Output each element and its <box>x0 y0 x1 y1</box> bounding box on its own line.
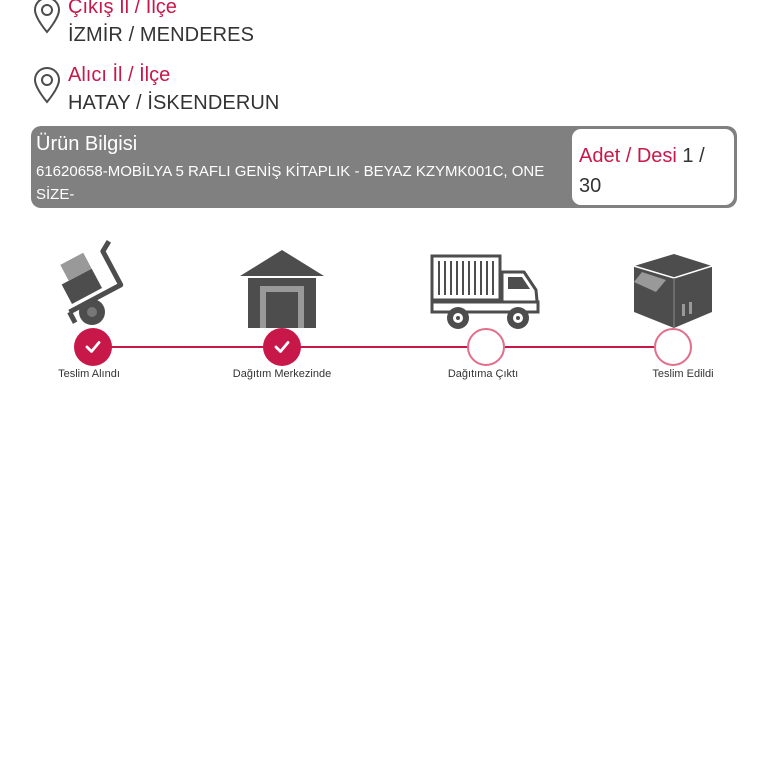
package-box-icon <box>632 252 714 335</box>
warehouse-icon <box>240 250 324 335</box>
product-info-panel: Ürün Bilgisi 61620658-MOBİLYA 5 RAFLI GE… <box>31 126 737 208</box>
progress-line-3 <box>505 346 655 348</box>
location-pin-icon <box>33 66 61 104</box>
step-label-received: Teslim Alındı <box>58 368 120 380</box>
step-label-distribution-center: Dağıtım Merkezinde <box>232 368 332 380</box>
origin-location: Çıkış İl / İlçe İZMİR / MENDERES <box>0 0 768 56</box>
quantity-box: Adet / Desi 1 / 30 <box>572 129 734 205</box>
progress-line-2 <box>300 346 468 348</box>
progress-line-1 <box>110 346 264 348</box>
checkmark-icon <box>274 341 290 353</box>
quantity-value: 1 / 30 <box>579 145 705 197</box>
step-label-out-for-delivery: Dağıtıma Çıktı <box>447 368 519 380</box>
checkmark-icon <box>85 341 101 353</box>
step-label-delivered: Teslim Edildi <box>652 368 714 380</box>
step-dot-received <box>74 328 112 366</box>
destination-location: Alıcı İl / İlçe HATAY / İSKENDERUN <box>0 62 768 122</box>
origin-label: Çıkış İl / İlçe <box>68 0 177 18</box>
step-dot-delivered <box>654 328 692 366</box>
destination-value: HATAY / İSKENDERUN <box>68 92 280 114</box>
step-dot-distribution-center <box>263 328 301 366</box>
step-dot-out-for-delivery <box>467 328 505 366</box>
quantity-label: Adet / Desi <box>579 145 677 167</box>
product-info-title: Ürün Bilgisi <box>36 133 138 155</box>
product-description: 61620658-MOBİLYA 5 RAFLI GENİŞ KİTAPLIK … <box>36 163 545 203</box>
location-pin-icon <box>33 0 61 34</box>
delivery-truck-icon <box>430 254 542 339</box>
shipment-tracker: Teslim Alındı Dağıtım Merkezinde Dağıtım… <box>0 230 768 390</box>
destination-label: Alıcı İl / İlçe <box>68 64 171 86</box>
hand-truck-icon <box>40 240 148 335</box>
origin-value: İZMİR / MENDERES <box>68 24 255 46</box>
